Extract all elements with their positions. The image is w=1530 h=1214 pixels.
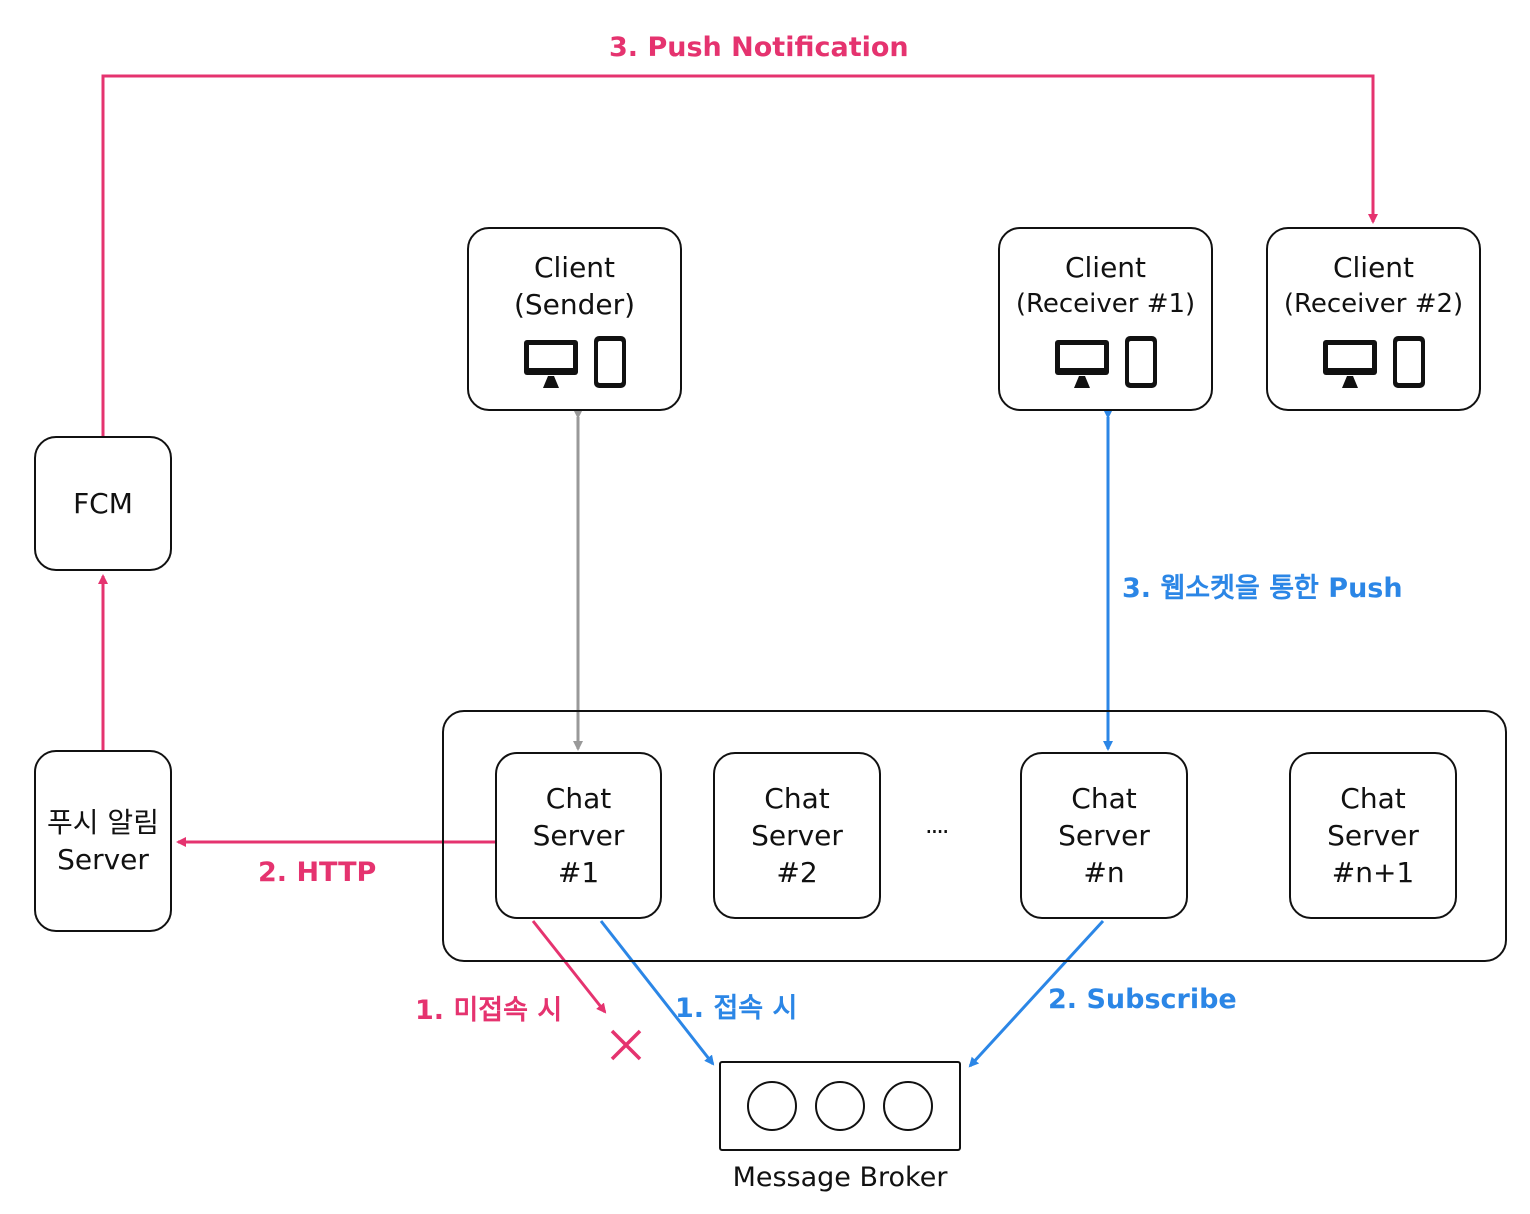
connected-arrow bbox=[599, 920, 715, 1066]
chat-server-2-line2: Server bbox=[751, 819, 843, 852]
push-server-box: 푸시 알림 Server bbox=[34, 750, 172, 932]
client-receiver2-line1: Client bbox=[1332, 251, 1415, 284]
fcm-box: FCM bbox=[34, 436, 172, 571]
push-server-line1: 푸시 알림 bbox=[47, 806, 159, 839]
push-server-line2: Server bbox=[57, 843, 149, 876]
chat-server-n-plus-1: Chat Server #n+1 bbox=[1289, 752, 1457, 919]
fail-x-icon bbox=[610, 1029, 642, 1061]
chat-server-2-line3: #2 bbox=[776, 856, 818, 889]
chat-server-2: Chat Server #2 bbox=[713, 752, 881, 919]
subscribe-label: 2. Subscribe bbox=[1048, 984, 1237, 1015]
client-receiver1-line1: Client bbox=[1064, 251, 1147, 284]
chat-server-n-line2: Server bbox=[1058, 819, 1150, 852]
monitor-icon bbox=[1054, 340, 1109, 388]
queue-slot bbox=[747, 1081, 797, 1131]
chat-server-2-line1: Chat bbox=[764, 782, 830, 815]
chat-server-n-line3: #n bbox=[1083, 856, 1125, 889]
monitor-icon bbox=[523, 340, 578, 388]
smartphone-icon bbox=[593, 336, 626, 388]
message-broker-label: Message Broker bbox=[732, 1162, 948, 1193]
client-receiver1-box: Client (Receiver #1) bbox=[998, 227, 1213, 411]
client-receiver1-line2: (Receiver #1) bbox=[1015, 289, 1196, 319]
chat-server-1-line3: #1 bbox=[557, 856, 600, 889]
not-connected-label: 1. 미접속 시 bbox=[415, 995, 563, 1026]
chat-server-1-line2: Server bbox=[532, 819, 625, 852]
chat-server-n: Chat Server #n bbox=[1020, 752, 1188, 919]
smartphone-icon bbox=[1124, 336, 1157, 388]
chat-server-cluster bbox=[442, 710, 1507, 962]
client-receiver2-box: Client (Receiver #2) bbox=[1266, 227, 1481, 411]
smartphone-icon bbox=[1392, 336, 1425, 388]
queue-slot bbox=[883, 1081, 933, 1131]
push-notification-label: 3. Push Notification bbox=[609, 32, 909, 63]
server-ellipsis: ···· bbox=[925, 818, 949, 846]
push-notification-line bbox=[101, 74, 1378, 437]
http-label: 2. HTTP bbox=[258, 857, 377, 888]
chat-server-1-line1: Chat bbox=[545, 782, 612, 815]
client-sender-line1: Client bbox=[533, 251, 616, 284]
chat-server-n-line1: Chat bbox=[1071, 782, 1137, 815]
chat-server-n-plus-1-line1: Chat bbox=[1340, 782, 1406, 815]
client-receiver2-line2: (Receiver #2) bbox=[1283, 289, 1464, 319]
message-broker-box bbox=[719, 1061, 961, 1151]
chat-server-1: Chat Server #1 bbox=[495, 752, 662, 919]
fcm-label: FCM bbox=[73, 487, 133, 520]
connected-label: 1. 접속 시 bbox=[675, 993, 798, 1024]
monitor-icon bbox=[1322, 340, 1377, 388]
client-sender-line2: (Sender) bbox=[513, 288, 636, 321]
queue-slot bbox=[815, 1081, 865, 1131]
chat-server-n-plus-1-line2: Server bbox=[1327, 819, 1419, 852]
not-connected-arrow bbox=[531, 920, 607, 1014]
subscribe-arrow bbox=[968, 919, 1105, 1068]
websocket-push-label: 3. 웹소켓을 통한 Push bbox=[1122, 573, 1403, 604]
client-sender-box: Client (Sender) bbox=[467, 227, 682, 411]
chat-server-n-plus-1-line3: #n+1 bbox=[1331, 856, 1415, 889]
